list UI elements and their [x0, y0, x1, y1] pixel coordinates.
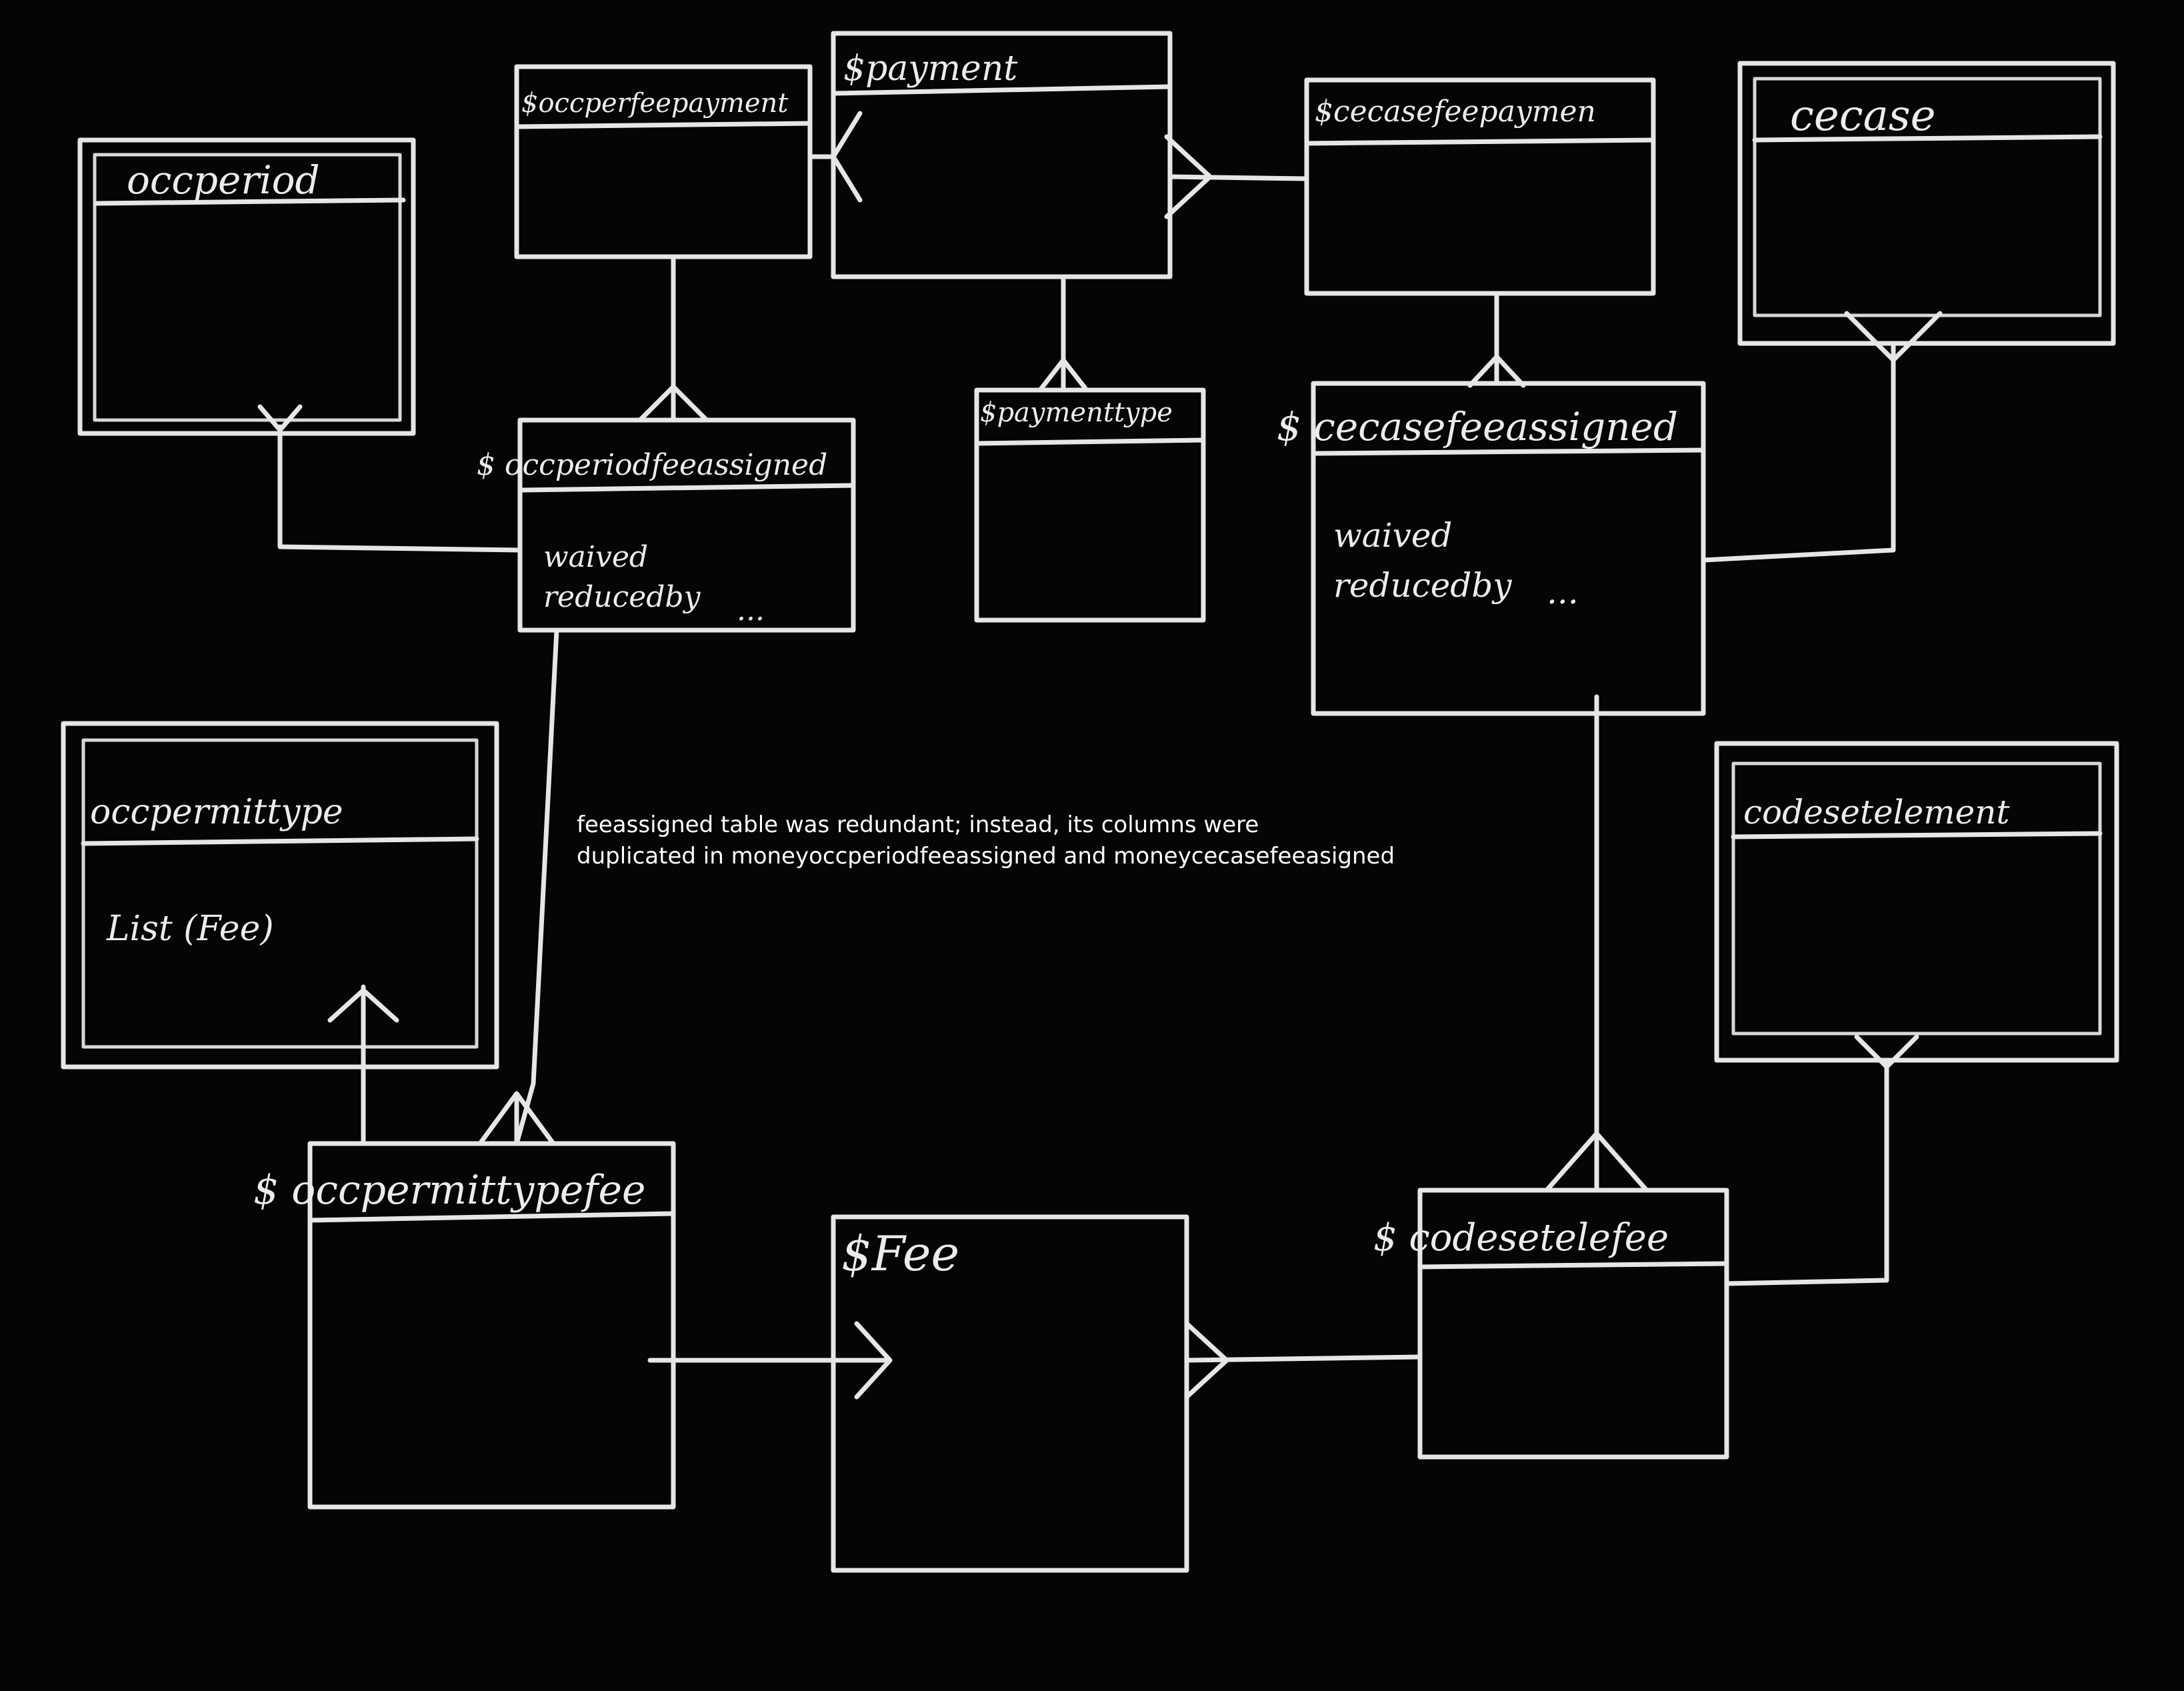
- attribute-more: ...: [737, 593, 765, 627]
- attribute-waived: waived: [543, 540, 648, 574]
- crowfoot-icon: [1854, 1034, 1919, 1070]
- entity-title: $ occperiodfeeassigned: [477, 448, 827, 482]
- entity-title: occpermittype: [90, 792, 343, 832]
- entity-cecase: cecase: [1737, 61, 2116, 346]
- entity-title: $Fee: [841, 1226, 959, 1282]
- arrow-icon: [854, 1321, 893, 1400]
- attribute-reducedby: reducedby: [1333, 566, 1512, 605]
- note-line-1: feeassigned table was redundant; instead…: [577, 811, 1259, 838]
- crowfoot-icon: [1164, 134, 1213, 219]
- entity-cecasefeepayment: $cecasefeepaymen: [1304, 77, 1656, 296]
- crowfoot-icon: [1544, 1131, 1649, 1193]
- entity-title: occperiod: [127, 157, 320, 203]
- relationships: [257, 111, 1943, 1400]
- attribute-reducedby: reducedby: [543, 580, 701, 614]
- entity-cecasefeeassigned: $ cecasefeeassigned waived reducedby ...: [1277, 381, 1706, 716]
- attribute-more: ...: [1547, 573, 1579, 611]
- rel-codesetelement-codesetelefee: [1724, 1058, 1889, 1286]
- rel-cecase-cecasefeeassigned: [1701, 341, 1896, 563]
- entity-title: $cecasefeepaymen: [1315, 95, 1596, 129]
- rel-occperiod-occperiodfeeassigned: [277, 424, 523, 553]
- entity-title: $occperfeepayment: [521, 88, 789, 119]
- entity-title: cecase: [1790, 91, 1935, 141]
- crowfoot-icon: [1467, 354, 1526, 388]
- entity-occperiodfeeassigned: $ occperiodfeeassigned waived reducedby …: [477, 417, 856, 633]
- entity-title: codesetelement: [1743, 793, 2010, 831]
- entity-title: $ codesetelefee: [1373, 1216, 1669, 1260]
- entity-title: $payment: [843, 49, 1017, 89]
- crowfoot-icon: [1037, 357, 1089, 393]
- entity-occperiod: occperiod: [77, 137, 416, 436]
- entity-occpermittypefee: $ occpermittypefee: [253, 1141, 676, 1510]
- attribute-waived: waived: [1333, 516, 1452, 555]
- attribute-list-fee: List (Fee): [106, 909, 274, 949]
- note-line-2: duplicated in moneyoccperiodfeeassigned …: [577, 843, 1395, 870]
- crowfoot-icon: [637, 384, 709, 423]
- entity-payment: $payment: [831, 31, 1173, 279]
- entity-fee: $Fee: [831, 1214, 1189, 1573]
- crowfoot-icon: [807, 111, 863, 203]
- entity-occperfeepayment: $occperfeepayment: [514, 64, 813, 259]
- crowfoot-icon: [477, 1091, 556, 1146]
- entity-title: $ occpermittypefee: [253, 1167, 646, 1214]
- entity-codesetelement: codesetelement: [1714, 741, 2119, 1063]
- crowfoot-icon: [1184, 1321, 1229, 1400]
- entity-codesetelefee: $ codesetelefee: [1373, 1188, 1729, 1460]
- entity-paymenttype: $paymenttype: [974, 387, 1206, 623]
- rel-occperiodfeeassigned-occpermittypefee: [514, 627, 559, 1146]
- arrow-icon: [327, 988, 399, 1023]
- rel-payment-cecasefeepayment: [1167, 174, 1309, 181]
- crowfoot-icon: [257, 404, 303, 433]
- entity-title: $paymenttype: [980, 397, 1173, 428]
- entity-occpermittype: occpermittype List (Fee): [61, 721, 499, 1070]
- redundancy-note: feeassigned table was redundant; instead…: [577, 811, 1395, 870]
- crowfoot-icon: [1844, 311, 1943, 363]
- entity-title: $ cecasefeeassigned: [1277, 404, 1678, 449]
